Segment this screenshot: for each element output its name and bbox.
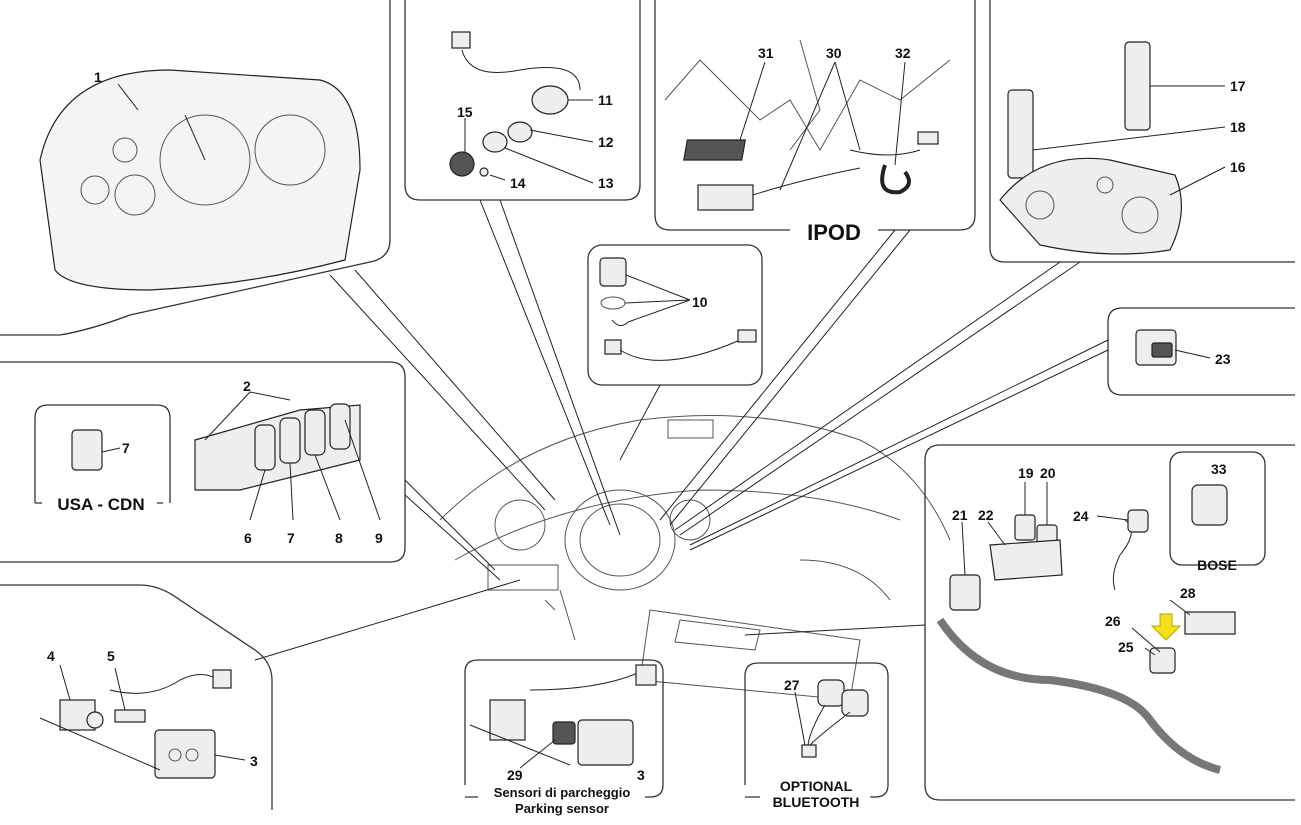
part-sensor-switch [39,664,246,779]
part-parking-sensor [469,664,657,769]
callout-numbers: 1 2 3 3 4 5 6 7 7 8 9 10 11 12 13 14 15 … [47,45,1246,783]
panel-ipod [654,0,976,231]
part-console [936,482,1236,774]
callout-19: 19 [1018,465,1034,481]
callout-29: 29 [507,767,523,783]
panel-console [924,444,1295,801]
callout-6: 6 [244,530,252,546]
panel-switches [0,361,406,563]
callout-16: 16 [1230,159,1246,175]
panel-instrument-cluster [0,0,391,336]
caption-ipod: IPOD [807,220,861,245]
callout-25: 25 [1118,639,1134,655]
part-climate [999,41,1226,255]
caption-bluetooth-1: OPTIONAL [780,778,853,794]
callout-9: 9 [375,530,383,546]
callout-18: 18 [1230,119,1246,135]
part-switch-23 [1135,329,1211,366]
panel-climate [989,0,1295,263]
callout-31: 31 [758,45,774,61]
caption-bose: BOSE [1197,557,1237,573]
callout-7b: 7 [122,440,130,456]
panel-bulb [587,244,763,386]
callout-33: 33 [1211,461,1227,477]
panel-sensor-switch [0,584,273,810]
callout-3b: 3 [637,767,645,783]
caption-parking-it: Sensori di parcheggio [494,785,631,800]
callout-1: 1 [94,69,102,85]
callout-15: 15 [457,104,473,120]
callout-17: 17 [1230,78,1246,94]
panel-parking [464,659,664,798]
callout-28: 28 [1180,585,1196,601]
caption-usa-cdn: USA - CDN [57,495,144,514]
callout-14: 14 [510,175,526,191]
panel-ignition [404,0,641,201]
callout-2: 2 [243,378,251,394]
caption-parking-en: Parking sensor [515,801,609,816]
callout-27: 27 [784,677,800,693]
callout-21: 21 [952,507,968,523]
part-switch-panel [71,391,381,521]
callout-23: 23 [1215,351,1231,367]
callout-30: 30 [826,45,842,61]
panel-switch-23 [1107,307,1295,396]
part-instrument-cluster [39,69,361,291]
panel-bluetooth [744,662,889,798]
panel-usa-cdn [34,404,171,504]
dashboard-sketch [439,415,951,701]
callout-5: 5 [107,648,115,664]
callout-13: 13 [598,175,614,191]
callout-11: 11 [598,92,613,108]
callout-7: 7 [287,530,295,546]
callout-10: 10 [692,294,708,310]
panel-bose [1169,451,1266,566]
callout-32: 32 [895,45,911,61]
callout-12: 12 [598,134,614,150]
part-ignition [449,31,594,184]
leader-lines [254,199,1109,661]
caption-bluetooth-2: BLUETOOTH [773,794,860,810]
callout-8: 8 [335,530,343,546]
part-bluetooth [794,679,869,758]
part-bulb [599,257,757,361]
callout-3: 3 [250,753,258,769]
callout-4: 4 [47,648,55,664]
callout-20: 20 [1040,465,1056,481]
callout-22: 22 [978,507,994,523]
callout-26: 26 [1105,613,1121,629]
callout-24: 24 [1073,508,1089,524]
part-ipod [664,39,951,211]
highlight-arrow-icon [1150,613,1182,641]
